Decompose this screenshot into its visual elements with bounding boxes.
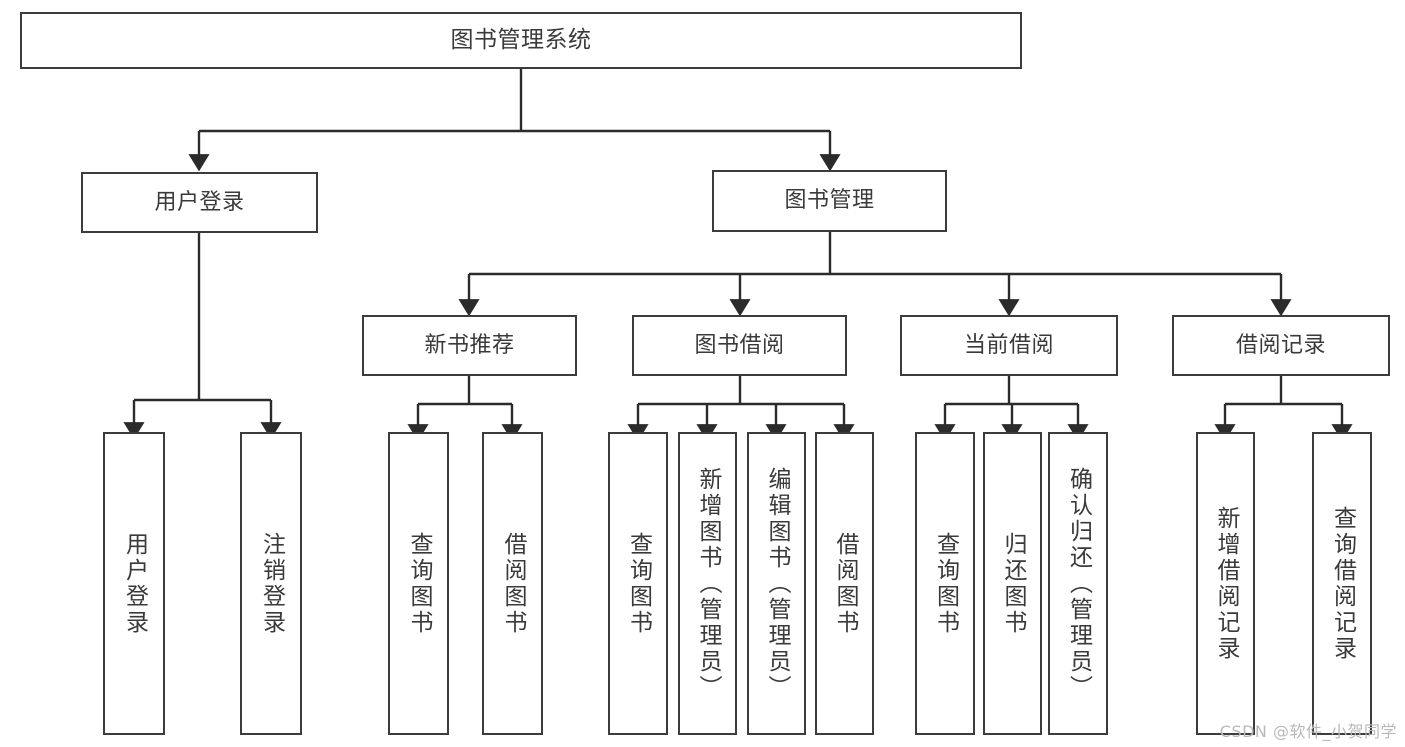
leaf-book-borrow-1[interactable]: 查询图书 — [608, 432, 668, 735]
leaf-label: 新增图书（管理员） — [695, 466, 721, 701]
node-book-borrow[interactable]: 图书借阅 — [632, 315, 847, 376]
node-book-borrow-label: 图书借阅 — [694, 332, 785, 358]
leaf-label: 注销登录 — [258, 531, 285, 636]
node-borrow-record-label: 借阅记录 — [1235, 332, 1326, 358]
leaf-label: 借阅图书 — [832, 531, 858, 636]
leaf-label: 查询图书 — [406, 531, 432, 636]
csdn-watermark: CSDN @软件_小贺同学 — [1219, 722, 1397, 741]
leaf-label: 归还图书 — [1000, 531, 1026, 636]
leaf-user-login-2[interactable]: 注销登录 — [240, 432, 302, 735]
node-current-borrow[interactable]: 当前借阅 — [900, 315, 1118, 376]
leaf-label: 新增借阅记录 — [1213, 505, 1239, 662]
leaf-borrow-record-2[interactable]: 查询借阅记录 — [1312, 432, 1372, 735]
leaf-book-borrow-2[interactable]: 新增图书（管理员） — [678, 432, 737, 735]
leaf-book-borrow-3[interactable]: 编辑图书（管理员） — [747, 432, 806, 735]
leaf-book-borrow-4[interactable]: 借阅图书 — [815, 432, 874, 735]
leaf-borrow-record-1[interactable]: 新增借阅记录 — [1196, 432, 1255, 735]
node-root[interactable]: 图书管理系统 — [20, 12, 1022, 69]
node-current-borrow-label: 当前借阅 — [963, 332, 1054, 358]
node-book-manage-label: 图书管理 — [784, 188, 875, 214]
leaf-new-book-rec-2[interactable]: 借阅图书 — [482, 432, 543, 735]
leaf-label: 确认归还（管理员） — [1065, 466, 1092, 701]
node-user-login[interactable]: 用户登录 — [81, 172, 318, 233]
leaf-label: 查询图书 — [625, 531, 652, 636]
leaf-label: 用户登录 — [121, 531, 148, 636]
node-borrow-record[interactable]: 借阅记录 — [1172, 315, 1390, 376]
node-new-book-rec[interactable]: 新书推荐 — [362, 315, 577, 376]
node-root-label: 图书管理系统 — [450, 26, 592, 53]
node-new-book-rec-label: 新书推荐 — [424, 332, 515, 358]
leaf-label: 编辑图书（管理员） — [764, 466, 790, 701]
leaf-label: 查询图书 — [932, 531, 959, 636]
leaf-current-borrow-3[interactable]: 确认归还（管理员） — [1048, 432, 1108, 735]
leaf-current-borrow-1[interactable]: 查询图书 — [915, 432, 975, 735]
node-book-manage[interactable]: 图书管理 — [712, 170, 947, 232]
leaf-user-login-1[interactable]: 用户登录 — [103, 432, 165, 735]
leaf-current-borrow-2[interactable]: 归还图书 — [983, 432, 1042, 735]
leaf-label: 借阅图书 — [500, 531, 526, 636]
leaf-label: 查询借阅记录 — [1329, 505, 1356, 662]
node-user-login-label: 用户登录 — [154, 189, 245, 215]
leaf-new-book-rec-1[interactable]: 查询图书 — [388, 432, 449, 735]
